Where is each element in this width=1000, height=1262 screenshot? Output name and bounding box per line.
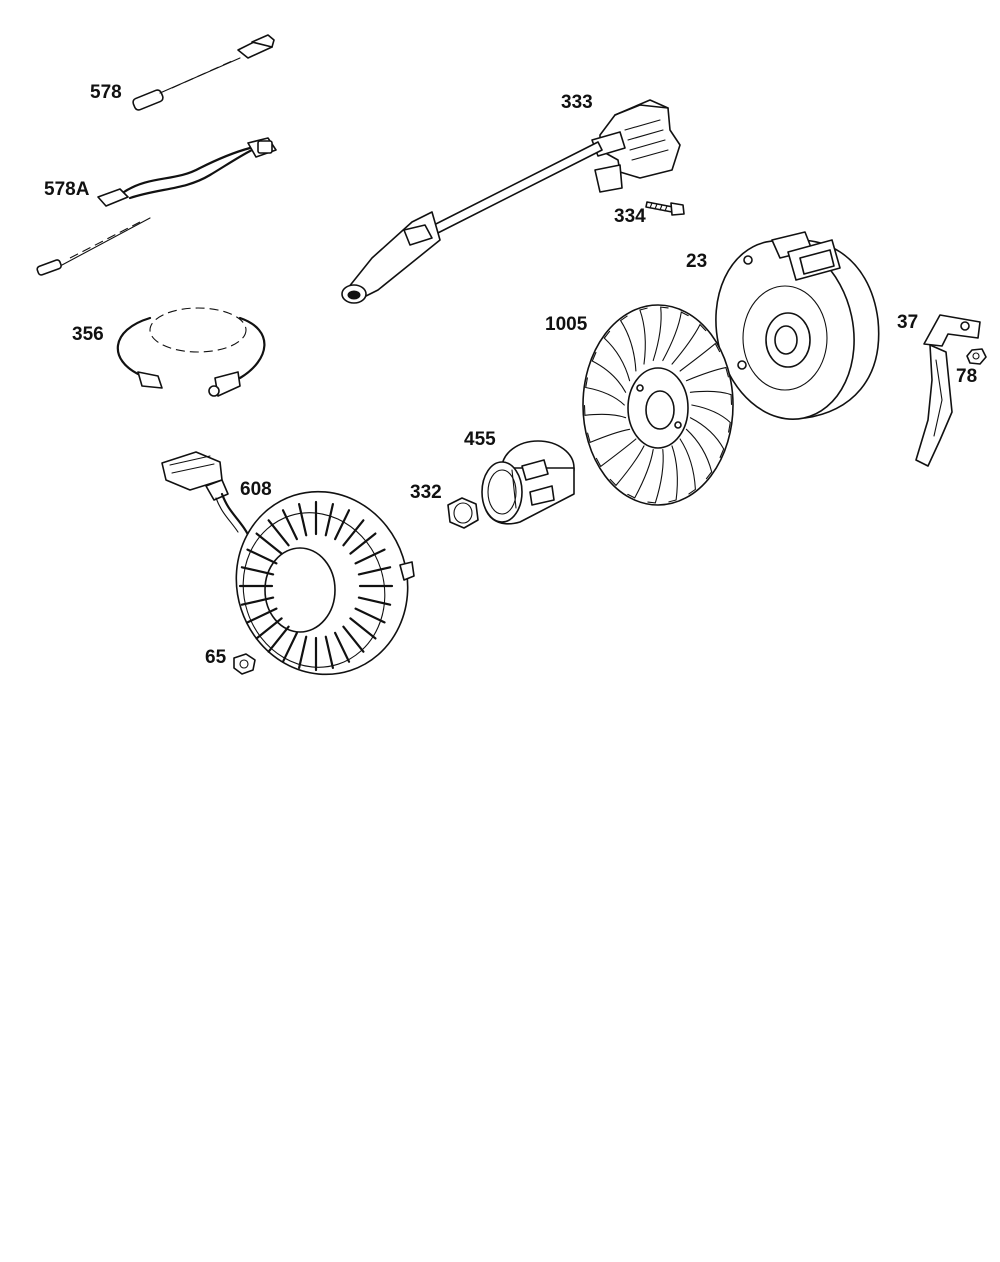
label-332: 332 — [410, 482, 442, 503]
fan-blade — [652, 306, 669, 362]
starter-housing-fin — [298, 635, 308, 670]
label-333: 333 — [561, 92, 593, 113]
part-333-ignition-armature[interactable] — [341, 99, 681, 304]
starter-housing-fin — [354, 607, 386, 624]
fan-blade — [685, 366, 729, 382]
fan-blade — [689, 417, 725, 459]
starter-housing-fin — [349, 532, 377, 555]
label-455: 455 — [464, 429, 496, 450]
label-1005: 1005 — [545, 314, 588, 335]
label-608: 608 — [240, 479, 272, 500]
part-455-starter-cup[interactable] — [481, 440, 575, 525]
part-578-lead-wire[interactable] — [132, 34, 275, 111]
starter-housing-fin — [267, 625, 290, 653]
fan-blade — [671, 323, 707, 365]
fan-blade — [689, 390, 733, 406]
label-78: 78 — [956, 366, 977, 387]
fan-blade — [691, 404, 731, 433]
fan-blade — [685, 428, 713, 480]
fan-blade — [627, 448, 654, 499]
label-578: 578 — [90, 82, 122, 103]
part-23-flywheel[interactable] — [700, 228, 880, 432]
part-1005-fan[interactable] — [582, 304, 734, 506]
starter-housing-fin — [342, 519, 365, 547]
part-65-screw[interactable] — [233, 653, 256, 675]
starter-housing-fin — [255, 617, 283, 640]
fan-blade — [619, 315, 637, 372]
starter-housing-fin — [240, 596, 275, 606]
starter-housing-fin — [349, 617, 377, 640]
starter-housing-fin — [324, 503, 334, 537]
starter-housing-fin — [246, 548, 278, 565]
fan-blade — [583, 404, 627, 419]
starter-housing-fin — [324, 635, 334, 670]
part-78-nut[interactable] — [966, 348, 987, 365]
starter-housing-fin — [298, 503, 308, 537]
fan-blade — [595, 438, 637, 468]
part-578a-wire-harness[interactable] — [36, 137, 277, 276]
starter-housing-fin — [354, 548, 386, 565]
starter-housing-fin — [334, 631, 351, 663]
fan-blade — [639, 307, 648, 365]
starter-housing-fin — [281, 631, 298, 663]
label-356: 356 — [72, 324, 104, 345]
fan-blade — [662, 311, 689, 362]
label-65: 65 — [205, 647, 227, 668]
starter-housing-fin — [357, 596, 392, 606]
fan-blade — [679, 438, 696, 495]
part-332-nut[interactable] — [447, 497, 479, 529]
fan-blade — [603, 330, 631, 382]
fan-blade — [647, 448, 664, 504]
fan-blade — [679, 342, 721, 372]
starter-housing-fin — [246, 607, 278, 624]
fan-blade — [609, 445, 645, 487]
label-578a: 578A — [44, 179, 90, 200]
starter-housing-fin — [342, 625, 365, 653]
starter-housing-fin — [240, 566, 275, 576]
part-334-screw[interactable] — [645, 201, 685, 216]
starter-housing-fin — [357, 566, 392, 576]
starter-housing-fin — [334, 509, 351, 541]
label-23: 23 — [686, 251, 707, 272]
starter-housing-fin — [255, 532, 283, 555]
label-37: 37 — [897, 312, 918, 333]
part-608-rewind-starter[interactable] — [161, 451, 431, 697]
part-356-ground-wire[interactable] — [116, 307, 266, 397]
starter-housing-fin — [281, 509, 298, 541]
fan-blade — [587, 428, 631, 444]
starter-housing-fin — [267, 519, 290, 547]
label-334: 334 — [614, 206, 646, 227]
part-37-bracket[interactable] — [915, 314, 981, 467]
fan-blade — [591, 351, 627, 393]
fan-blade — [585, 377, 625, 406]
fan-blade — [668, 445, 678, 503]
